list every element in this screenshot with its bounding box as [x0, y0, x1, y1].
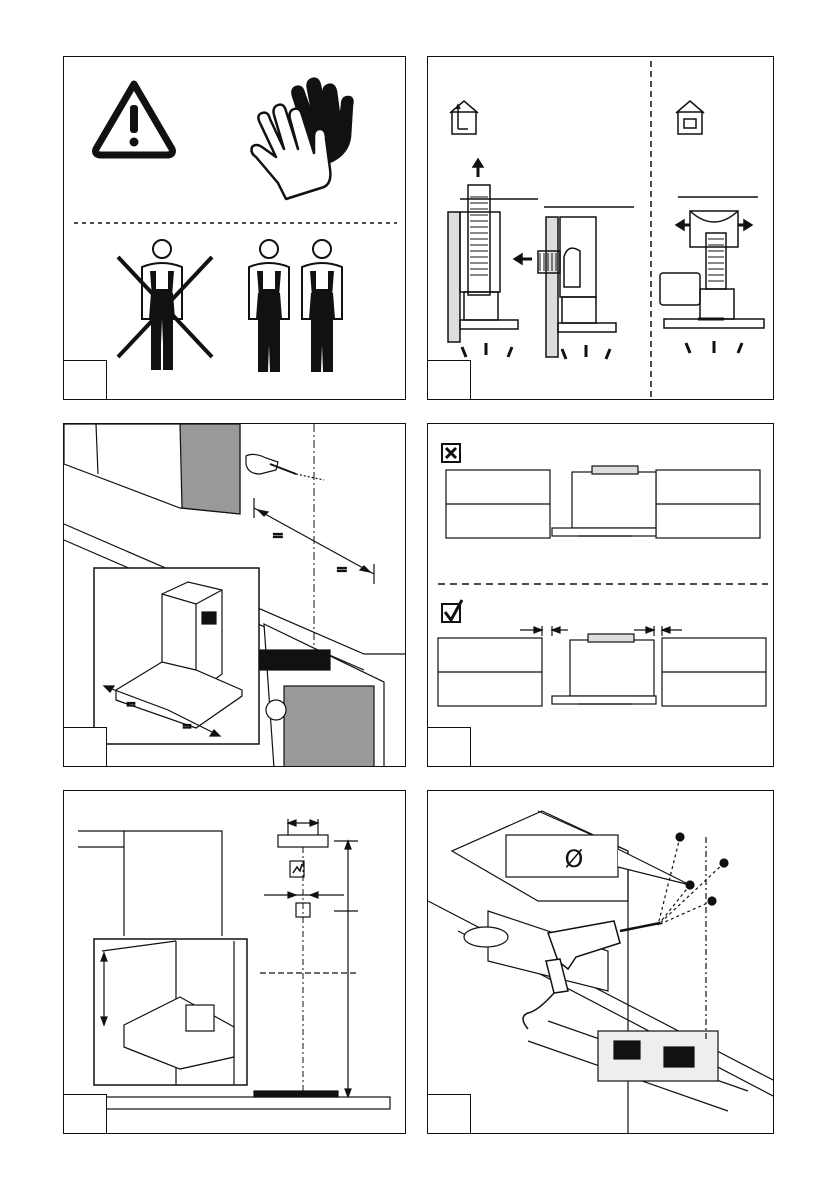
- panel-height-measurement: [63, 790, 406, 1134]
- panel-drilling: Ø: [427, 790, 774, 1134]
- recirculation-carbon-filter: [660, 197, 764, 353]
- svg-text:=: =: [126, 697, 136, 711]
- panel-number-box: [427, 360, 471, 400]
- two-installers-required: [249, 240, 342, 371]
- single-installer-prohibited: [118, 240, 212, 369]
- diameter-symbol: Ø: [565, 845, 584, 873]
- panel-cabinet-clearance: [427, 423, 774, 767]
- height-dimension-line: [260, 841, 358, 1097]
- correct-position-with-clearance: [438, 626, 766, 706]
- kitchen-outline: [78, 831, 222, 936]
- wrong-marker-icon: [442, 444, 460, 462]
- diameter-callout: Ø: [506, 835, 690, 885]
- ducted-house-icon: [450, 101, 478, 134]
- panel-positioning: = = = =: [63, 423, 406, 767]
- panel-versions: [427, 56, 774, 400]
- mounting-bracket-dimensions: [264, 819, 344, 917]
- panel-number-box: [427, 1094, 471, 1134]
- countertop-island: [260, 624, 384, 767]
- panel-number-box: [63, 360, 107, 400]
- svg-text:=: =: [272, 528, 284, 544]
- correct-marker-icon: [442, 600, 462, 622]
- gloves-icon: [252, 79, 353, 199]
- svg-text:=: =: [336, 562, 348, 578]
- ducted-rear-outlet: [514, 207, 634, 359]
- wrong-position-between-cabinets: [446, 466, 760, 538]
- recirculation-house-icon: [676, 101, 704, 134]
- panel-number-box: [63, 727, 107, 767]
- drill-hole-marks: [658, 833, 728, 1041]
- svg-text:=: =: [182, 719, 192, 733]
- panel-number-box: [63, 1094, 107, 1134]
- warning-icon: [96, 84, 173, 155]
- panel-safety: [63, 56, 406, 400]
- pencil-marking-hand: [246, 454, 324, 480]
- panel-number-box: [427, 727, 471, 767]
